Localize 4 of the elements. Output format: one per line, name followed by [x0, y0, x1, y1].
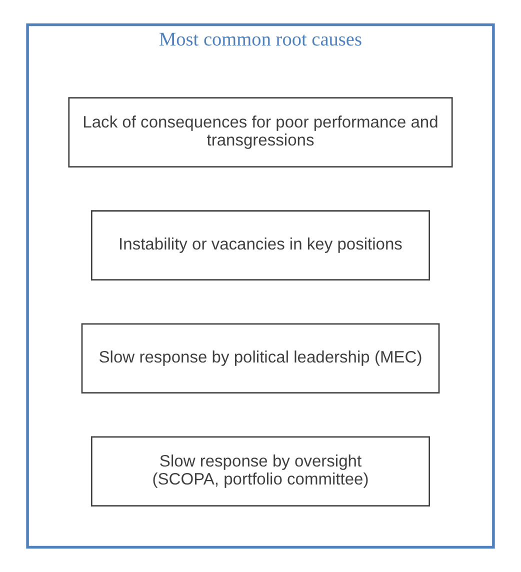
- node-box: Lack of consequences for poor performance and transgressions: [68, 97, 453, 168]
- node-box: Instability or vacancies in key positions: [90, 210, 430, 280]
- node-box: Slow response by political leadership (MEC): [81, 323, 440, 394]
- node-box: Slow response by oversight (SCOPA, portfolio committee): [90, 436, 430, 507]
